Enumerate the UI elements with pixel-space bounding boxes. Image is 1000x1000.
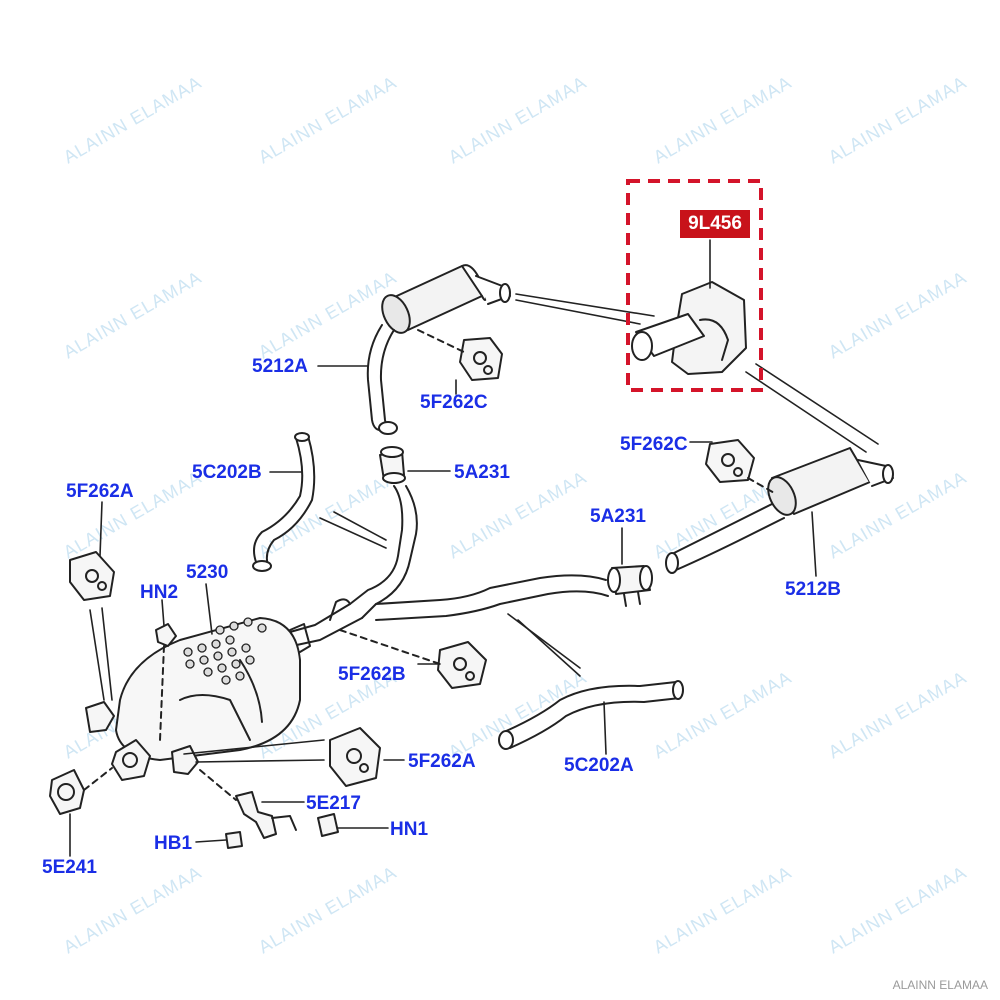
leader-lines bbox=[69, 239, 879, 857]
bolt-hb1 bbox=[225, 831, 243, 849]
tail-pipe-left bbox=[366, 324, 398, 435]
clamp-5a231-mid bbox=[379, 446, 406, 484]
label-5f262c-top: 5F262C bbox=[420, 392, 488, 413]
rear-silencer-right bbox=[665, 447, 894, 574]
inlet-flange bbox=[111, 739, 151, 781]
label-5a231-mid: 5A231 bbox=[454, 462, 510, 483]
nut-hn1 bbox=[317, 813, 339, 837]
flange-gasket bbox=[49, 769, 85, 815]
nut-hn2 bbox=[155, 623, 177, 647]
label-5c202b: 5C202B bbox=[192, 462, 262, 483]
label-hn2: HN2 bbox=[140, 582, 179, 603]
pipe-5c202a bbox=[498, 680, 684, 750]
label-5f262c-right: 5F262C bbox=[620, 434, 688, 455]
intermediate-pipe bbox=[289, 485, 609, 647]
label-5f262b: 5F262B bbox=[338, 664, 406, 685]
label-5212a: 5212A bbox=[252, 356, 308, 377]
highlight-label-9l456: 9L456 bbox=[680, 210, 750, 238]
label-5c202a: 5C202A bbox=[564, 755, 634, 776]
rear-silencer-left bbox=[381, 264, 511, 334]
clamp-5a231-right bbox=[607, 565, 653, 607]
exhaust-tip-9l456 bbox=[631, 281, 747, 375]
footer-watermark: ALAINN ELAMAA bbox=[892, 978, 988, 992]
label-5a231-right: 5A231 bbox=[590, 506, 646, 527]
highlight-box bbox=[626, 179, 763, 392]
catalytic-converter bbox=[115, 617, 311, 761]
label-5212b: 5212B bbox=[785, 579, 841, 600]
label-5f262a-bottom: 5F262A bbox=[408, 751, 476, 772]
hanger-5f262a-left bbox=[69, 551, 115, 733]
hanger-5f262c-top bbox=[459, 337, 503, 381]
label-5e217: 5E217 bbox=[306, 793, 361, 814]
hanger-5f262c-right bbox=[705, 439, 755, 483]
label-hn1: HN1 bbox=[390, 819, 429, 840]
pipe-5c202b bbox=[252, 432, 316, 572]
label-5230: 5230 bbox=[186, 562, 229, 583]
label-hb1: HB1 bbox=[154, 833, 193, 854]
sensor-5e217 bbox=[235, 791, 297, 839]
hanger-5f262b bbox=[437, 641, 487, 689]
label-5e241: 5E241 bbox=[42, 857, 97, 878]
label-5f262a-left: 5F262A bbox=[66, 481, 134, 502]
